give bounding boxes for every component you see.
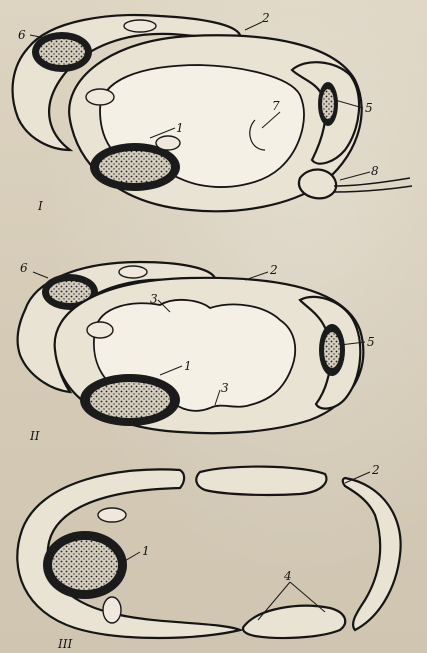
panel-1: 1 2 5 6 7 8 I <box>13 11 412 213</box>
panel-1-roman: I <box>37 199 43 213</box>
label-1: 1 <box>142 544 150 558</box>
leader-2 <box>245 22 262 30</box>
label-5: 5 <box>365 101 373 115</box>
label-1: 1 <box>176 121 184 135</box>
label-2: 2 <box>261 11 270 25</box>
mitochondrion <box>156 136 180 150</box>
label-2: 2 <box>371 463 380 477</box>
mitochondrion <box>103 597 121 623</box>
endothelium-fragment-top <box>196 467 326 495</box>
nucleus-5-chromatin <box>324 332 340 368</box>
nerve-ending-8 <box>299 170 336 199</box>
panel-2-roman: II <box>29 429 40 443</box>
label-6: 6 <box>18 28 26 42</box>
leader-6 <box>33 272 48 278</box>
label-5: 5 <box>367 335 375 349</box>
mitochondrion <box>87 322 113 338</box>
label-1: 1 <box>184 359 192 373</box>
label-7: 7 <box>272 99 280 113</box>
endothelium-fragment-right <box>343 478 401 630</box>
label-8: 8 <box>371 164 379 178</box>
nucleus-1-chromatin <box>99 151 171 183</box>
mitochondrion <box>124 20 156 32</box>
label-6: 6 <box>20 261 28 275</box>
nucleus-1-chromatin <box>52 540 118 590</box>
panel-3-roman: III <box>57 637 72 651</box>
panel-2: 1 2 3 3 5 6 II <box>18 261 375 443</box>
panel-3: 1 2 4 III <box>17 463 400 651</box>
leader-8 <box>340 172 370 180</box>
label-3: 3 <box>150 292 158 306</box>
mitochondrion <box>98 508 126 522</box>
label-4: 4 <box>283 569 292 583</box>
label-2: 2 <box>269 263 278 277</box>
endothelium-fragment-bottom <box>243 606 345 638</box>
mitochondrion <box>119 266 147 278</box>
mitochondrion <box>86 89 114 105</box>
nucleus-5-chromatin <box>322 89 334 119</box>
nerve-fiber <box>334 178 412 192</box>
nucleus-6-chromatin <box>39 39 85 65</box>
label-3b: 3 <box>221 381 229 395</box>
nucleus-1-chromatin <box>90 382 170 418</box>
leader-2 <box>245 272 268 280</box>
nucleus-6-chromatin <box>49 281 91 303</box>
